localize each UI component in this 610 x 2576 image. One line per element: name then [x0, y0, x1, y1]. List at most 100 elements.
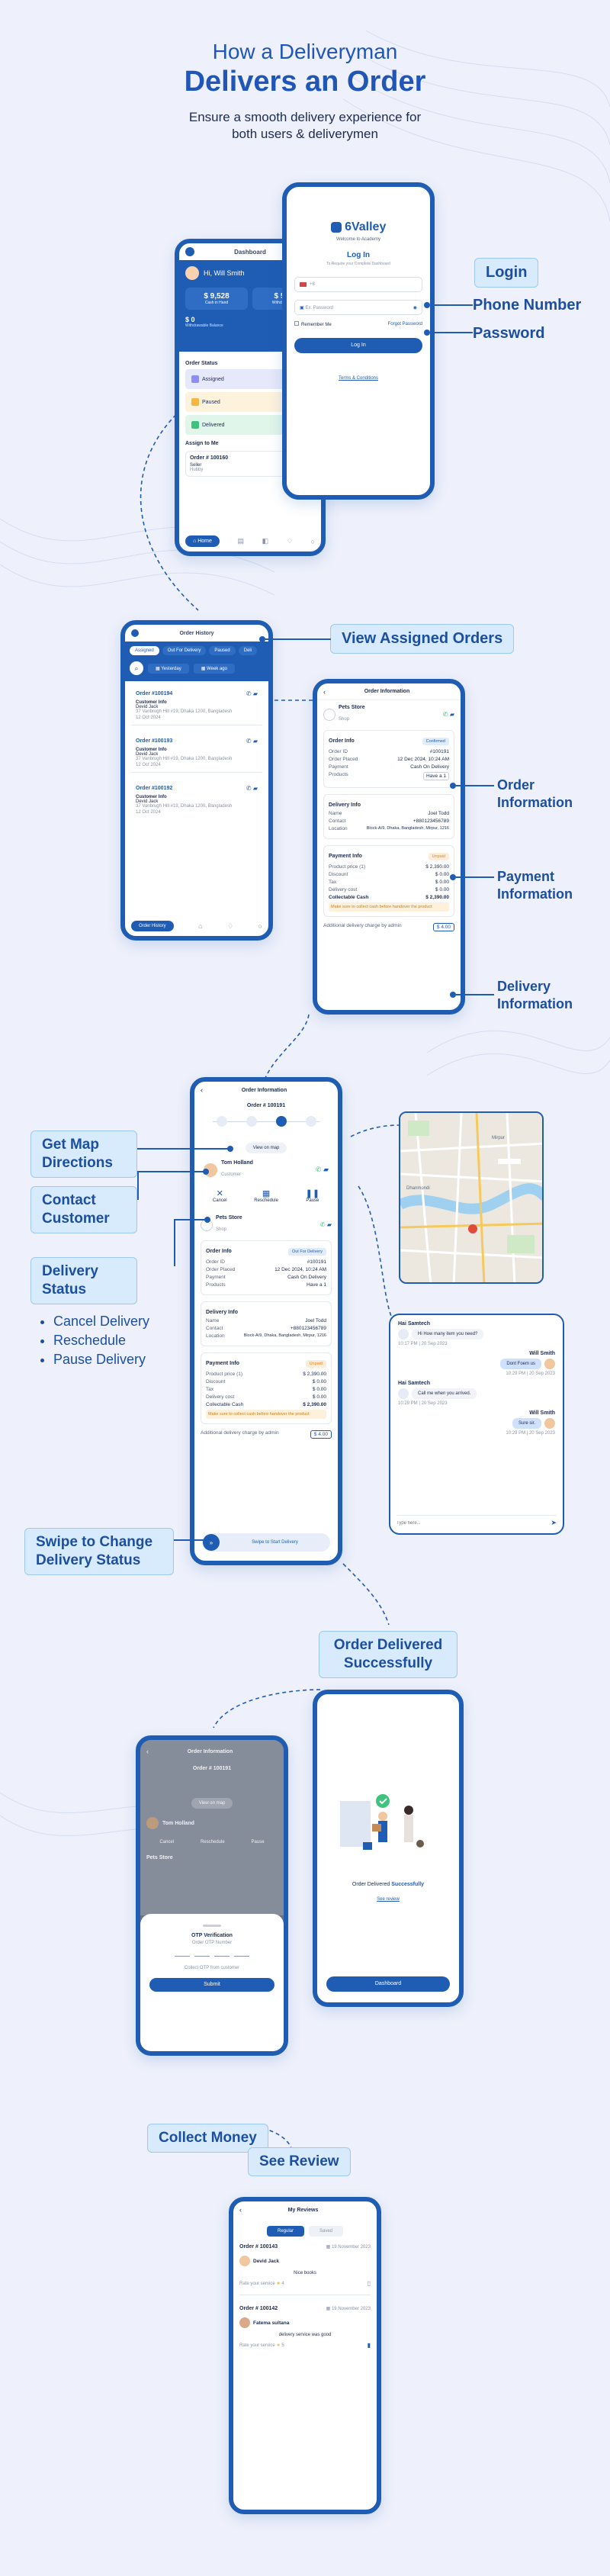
reviews-screen: ‹ My Reviews Regular Saved Order # 10014…: [229, 2197, 381, 2514]
connector-line: [430, 304, 473, 306]
otp-input[interactable]: [149, 1956, 274, 1957]
bookmark-icon[interactable]: ▮: [367, 2342, 371, 2349]
map-card[interactable]: Dhanmondi Mirpur: [399, 1111, 544, 1284]
header-line1: How a Deliveryman: [212, 40, 398, 63]
history-order-card[interactable]: Order #100194✆ ▰ Customer Info Devid Jac…: [131, 686, 262, 725]
user-avatar: [544, 1418, 555, 1429]
remember-checkbox[interactable]: Remember Me: [294, 321, 332, 327]
additional-charge-row: Additional delivery charge by admin$ 4.0…: [323, 923, 454, 931]
label-password: Password: [473, 325, 545, 342]
history-order-card[interactable]: Order #100192✆ ▰ Customer Info Devid Jac…: [131, 780, 262, 819]
label-login: Login: [474, 258, 539, 288]
terms-link[interactable]: Terms & Conditions: [338, 376, 379, 381]
chat-icon[interactable]: ▰: [252, 785, 258, 792]
filter-yesterday[interactable]: ▦ Yesterday: [148, 663, 189, 674]
step-icon: [275, 1116, 287, 1127]
nav-wallet-icon[interactable]: ◧: [262, 537, 269, 545]
tab-saved[interactable]: Saved: [309, 2226, 344, 2237]
password-field[interactable]: ▣ Ex. Password ◉: [294, 300, 422, 316]
nav-notification-icon[interactable]: ♢: [286, 537, 293, 545]
map-graphic: [400, 1113, 542, 1282]
chat-icon[interactable]: ▰: [252, 738, 258, 744]
cash-in-hand-card: $ 9,528 Cash in Hand: [185, 288, 248, 310]
chat-message: Sure sir.: [512, 1418, 541, 1429]
phone-icon[interactable]: ✆: [442, 711, 448, 718]
swipe-slider[interactable]: » Swipe to Start Delivery: [202, 1533, 330, 1552]
detail-order-number: Order # 100191: [246, 1103, 286, 1108]
reschedule-button[interactable]: ▦Reschedule: [254, 1189, 278, 1203]
nav-orders-icon[interactable]: ▤: [237, 537, 245, 545]
back-icon[interactable]: ‹: [201, 1086, 203, 1094]
header-subtitle-2: both users & deliverymen: [232, 127, 378, 141]
brand-name: 6Valley: [345, 220, 387, 233]
view-on-map-button[interactable]: View on map: [245, 1143, 287, 1153]
reviewer-avatar: [239, 2317, 250, 2328]
login-hint: To Require your Complete Dashboard: [326, 262, 390, 267]
flag-icon: [300, 282, 307, 288]
step-icon: [305, 1116, 316, 1127]
eye-icon[interactable]: ◉: [413, 305, 417, 310]
order-history-tab[interactable]: Order History: [131, 921, 174, 931]
login-title: Log In: [347, 251, 370, 260]
chat-icon[interactable]: ▰: [252, 690, 258, 697]
connector-dot: [227, 1146, 233, 1152]
calendar-icon: ▦: [326, 2307, 332, 2311]
nav-home-icon[interactable]: ⌂: [198, 922, 203, 930]
back-icon[interactable]: ‹: [239, 2206, 242, 2214]
nav-profile-icon[interactable]: ○: [310, 537, 315, 545]
see-review-link[interactable]: See review: [377, 1897, 400, 1902]
tab-regular[interactable]: Regular: [266, 2226, 304, 2237]
message-icon[interactable]: ▰: [323, 1166, 329, 1173]
call-icon[interactable]: ✆: [316, 1166, 322, 1173]
back-icon[interactable]: ‹: [146, 1748, 149, 1755]
phone-icon[interactable]: ✆: [246, 785, 252, 792]
chat-icon[interactable]: ▰: [449, 711, 454, 718]
menu-icon[interactable]: [185, 247, 194, 256]
phone-icon[interactable]: ✆: [246, 690, 252, 697]
login-button[interactable]: Log In: [294, 338, 422, 354]
connector-line: [174, 1539, 206, 1541]
nav-profile-icon[interactable]: ○: [258, 922, 262, 930]
send-icon[interactable]: ➤: [551, 1519, 557, 1526]
chat-input[interactable]: [396, 1520, 551, 1526]
assign-title: Assign to Me: [185, 441, 219, 446]
nav-notification-icon[interactable]: ♢: [227, 921, 234, 930]
otp-sub: Order OTP Number: [191, 1941, 233, 1945]
delivered-message: Order Delivered Successfully: [352, 1882, 425, 1887]
lock-icon: ▣: [300, 305, 306, 310]
history-order-card[interactable]: Order #100193✆ ▰ Customer Info Devid Jac…: [131, 733, 262, 773]
back-icon[interactable]: [131, 629, 139, 637]
phone-icon[interactable]: ✆: [246, 738, 252, 744]
tab-assigned[interactable]: Assigned: [130, 646, 159, 655]
dashboard-button[interactable]: Dashboard: [326, 1976, 450, 1992]
back-icon[interactable]: ‹: [323, 687, 326, 696]
step-icon: [216, 1116, 227, 1127]
home-icon: ⌂: [193, 539, 198, 544]
chat-icon[interactable]: ▰: [326, 1221, 332, 1228]
review-card[interactable]: Order # 100142▦ 19 November 2023 Fatema …: [239, 2306, 371, 2349]
otp-submit-button[interactable]: Submit: [149, 1978, 274, 1992]
forgot-password-link[interactable]: Forgot Password: [387, 322, 422, 327]
home-tab[interactable]: ⌂ Home: [185, 535, 220, 547]
pause-button[interactable]: ❚❚Pause: [305, 1189, 320, 1203]
connector-line: [137, 1171, 204, 1172]
tab-delivered[interactable]: Deli: [238, 646, 258, 655]
search-icon[interactable]: ⌕: [130, 661, 143, 675]
connector-dot: [204, 1537, 210, 1543]
filter-week-ago[interactable]: ▦ Week ago: [193, 663, 235, 674]
delivery-status-options: Cancel Delivery Reschedule Pause Deliver…: [38, 1311, 149, 1371]
products-link[interactable]: Have a 1: [422, 772, 449, 780]
review-card[interactable]: Order # 100143▦ 19 November 2023 Devid J…: [239, 2244, 371, 2295]
phone-field[interactable]: +8: [294, 277, 422, 293]
tab-paused[interactable]: Paused: [209, 646, 236, 655]
tab-out-for-delivery[interactable]: Out For Delivery: [162, 646, 207, 655]
login-screen: 6Valley Welcome to Academy Log In To Req…: [282, 182, 435, 500]
cancel-button[interactable]: ✕Cancel: [212, 1189, 227, 1203]
bookmark-icon[interactable]: ▯: [367, 2280, 371, 2287]
phone-icon[interactable]: ✆: [319, 1221, 326, 1228]
